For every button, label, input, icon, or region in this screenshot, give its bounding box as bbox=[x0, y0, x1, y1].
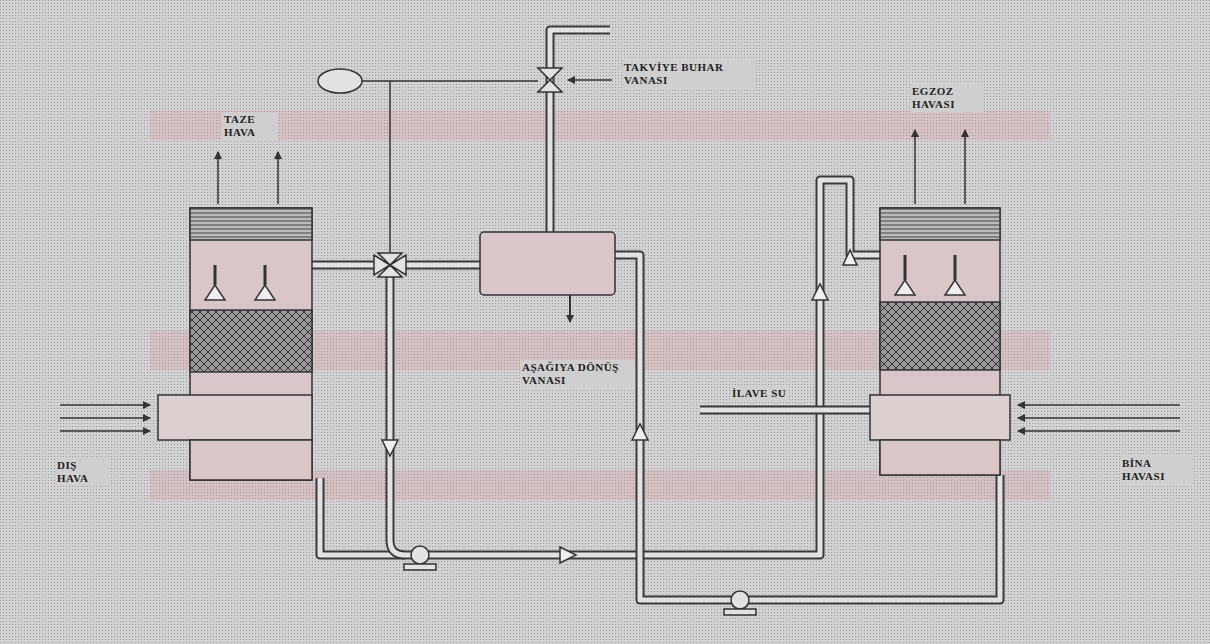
diagram-label: TAZE HAVA bbox=[222, 112, 278, 140]
diagram-label: EGZOZ HAVASI bbox=[910, 84, 984, 112]
diagram-label: AŞAĞIYA DÖNÜŞ VANASI bbox=[520, 360, 634, 388]
diagram-label: İLAVE SU bbox=[730, 386, 788, 401]
diagram-label: TAKVİYE BUHAR VANASI bbox=[622, 60, 756, 88]
diagram-label: BİNA HAVASI bbox=[1120, 456, 1194, 484]
diagram-label: DIŞ HAVA bbox=[55, 458, 111, 486]
